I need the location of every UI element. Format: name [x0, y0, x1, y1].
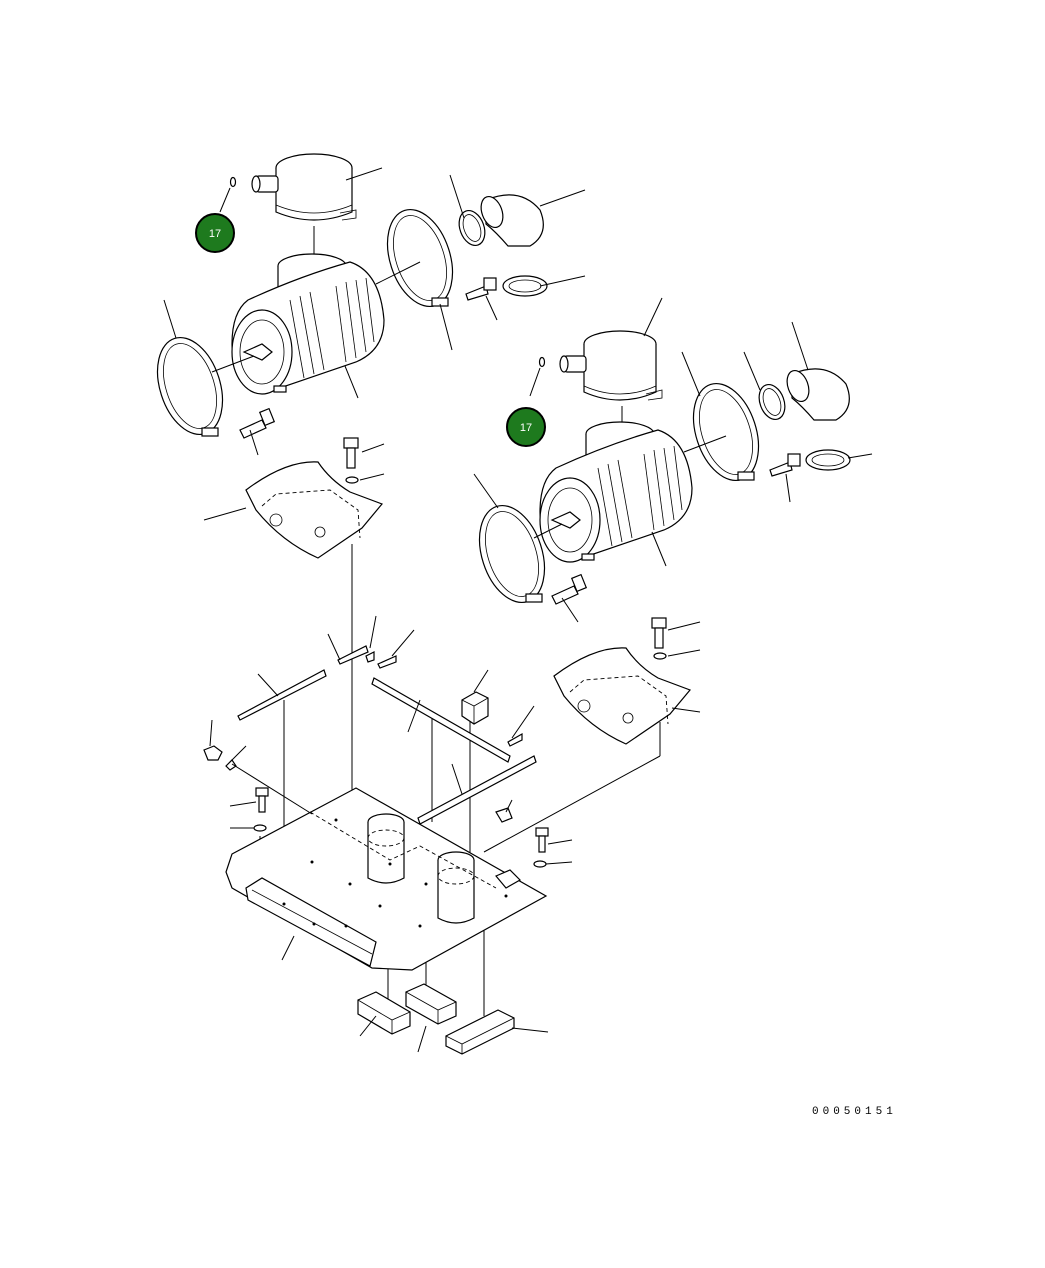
leader-lines-left	[163, 167, 586, 456]
bolt-bracket-right	[651, 617, 701, 660]
foam-block-1	[357, 991, 411, 1035]
leader-lines-plate	[209, 615, 573, 961]
hose-clamp-right-upper	[758, 383, 786, 421]
callout-label: 17	[209, 228, 221, 240]
band-clamp-left	[156, 336, 224, 437]
small-block	[461, 691, 489, 725]
o-ring-right	[538, 356, 546, 368]
band-clamp-right-top	[386, 208, 454, 308]
air-cleaner-assembly-right	[473, 297, 873, 745]
foam-block-3	[445, 1009, 515, 1055]
elbow-hose-left	[480, 194, 544, 247]
bolt-right-clamp	[769, 453, 801, 477]
air-cleaner-body-right	[539, 421, 693, 563]
bolt-right-upper	[465, 277, 497, 301]
bolt-bracket-left	[343, 437, 385, 484]
band-clamp-right-upper	[692, 382, 760, 482]
mounting-plate-assembly	[203, 544, 661, 1055]
air-cleaner-assembly-left	[156, 153, 586, 559]
fasteners-plate	[203, 745, 549, 868]
air-cleaner-body-left	[231, 253, 385, 395]
mounting-bracket-left	[203, 461, 384, 559]
bolt-right-lower	[551, 573, 588, 605]
bolt-left-lower	[239, 407, 276, 439]
callout-label: 17	[520, 422, 532, 434]
air-cleaner-cap-right	[559, 330, 663, 401]
hose-clamp-small-upper	[458, 209, 486, 247]
band-clamp-right-lower	[478, 504, 546, 604]
elbow-hose-right	[786, 368, 850, 421]
leader-lines-blocks	[359, 1015, 549, 1053]
hose-clamp-right-lower	[805, 449, 851, 471]
air-cleaner-cap-left	[251, 153, 357, 221]
callout-17-left[interactable]: 17	[195, 213, 235, 253]
o-ring-left	[229, 176, 237, 188]
hose-clamp-small-lower	[502, 275, 548, 297]
plate-holes	[282, 818, 508, 928]
leader-lines-right	[473, 297, 873, 623]
intake-tube-left	[367, 813, 405, 884]
seal-strips	[237, 645, 537, 825]
intake-tube-right	[437, 851, 475, 924]
foam-block-2	[405, 983, 457, 1025]
mounting-bracket-right	[553, 647, 701, 745]
callout-17-right[interactable]: 17	[506, 407, 546, 447]
drawing-reference-number: 00050151	[812, 1106, 897, 1118]
